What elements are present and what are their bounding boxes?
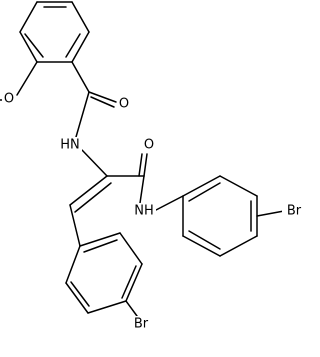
right-amide-nitrogen-atom: NH xyxy=(132,203,156,219)
bond-line-23 xyxy=(155,195,184,211)
bond-line-41 xyxy=(83,239,118,253)
bond-line-6 xyxy=(19,1,38,33)
right-bromine-label: Br xyxy=(287,204,302,219)
bond-line-39 xyxy=(65,282,89,314)
bond-line-16 xyxy=(81,149,108,177)
bond-line-28 xyxy=(182,235,221,257)
bond-line-37 xyxy=(125,263,143,302)
bond-line-20 xyxy=(143,153,148,177)
bottom-bromine-label: Br xyxy=(134,317,149,332)
right-carbonyl-oxygen-label: O xyxy=(144,138,154,153)
bond-line-2 xyxy=(71,1,90,33)
top-carbonyl-oxygen-atom: O xyxy=(117,96,131,112)
bond-line-14 xyxy=(90,96,115,108)
bottom-bromine-atom: Br xyxy=(129,316,153,332)
bond-line-27 xyxy=(219,235,258,257)
bond-line-21 xyxy=(138,153,143,177)
right-amide-nitrogen-label: NH xyxy=(134,204,154,219)
bond-line-36 xyxy=(119,232,143,265)
bond-line-35 xyxy=(79,232,121,247)
methoxy-oxygen-label: O xyxy=(4,92,14,107)
bond-line-24 xyxy=(182,175,221,197)
right-bromine-atom: Br xyxy=(282,203,306,219)
bond-line-43 xyxy=(70,281,90,307)
bond-line-15 xyxy=(75,91,90,138)
bond-line-9 xyxy=(24,33,44,58)
bond-line-12 xyxy=(71,61,90,93)
bond-line-40 xyxy=(65,245,81,284)
top-carbonyl-oxygen-label: O xyxy=(119,97,129,112)
bond-line-10 xyxy=(16,61,38,96)
bond-line-34 xyxy=(69,204,81,247)
bond-line-3 xyxy=(71,31,90,63)
bond-line-22 xyxy=(139,175,145,204)
bond-line-33 xyxy=(256,210,285,217)
bond-line-17 xyxy=(69,175,108,206)
bond-line-13 xyxy=(88,91,117,103)
right-carbonyl-oxygen-atom: O xyxy=(142,137,156,153)
bond-layer xyxy=(0,1,285,317)
atom-label-layer: O O HN O NH Br Br xyxy=(2,91,306,332)
bond-line-44 xyxy=(125,300,138,317)
methoxy-oxygen-atom: O xyxy=(2,91,16,107)
bond-line-5 xyxy=(19,31,38,63)
bond-line-42 xyxy=(121,265,137,299)
bond-line-38 xyxy=(87,300,127,314)
top-amide-nitrogen-label: HN xyxy=(60,138,80,153)
bond-line-30 xyxy=(188,182,221,202)
bond-line-25 xyxy=(219,175,258,197)
bond-line-18 xyxy=(74,182,112,213)
bond-line-8 xyxy=(65,33,81,58)
bond-line-32 xyxy=(188,230,221,250)
top-amide-nitrogen-atom: HN xyxy=(58,137,82,153)
